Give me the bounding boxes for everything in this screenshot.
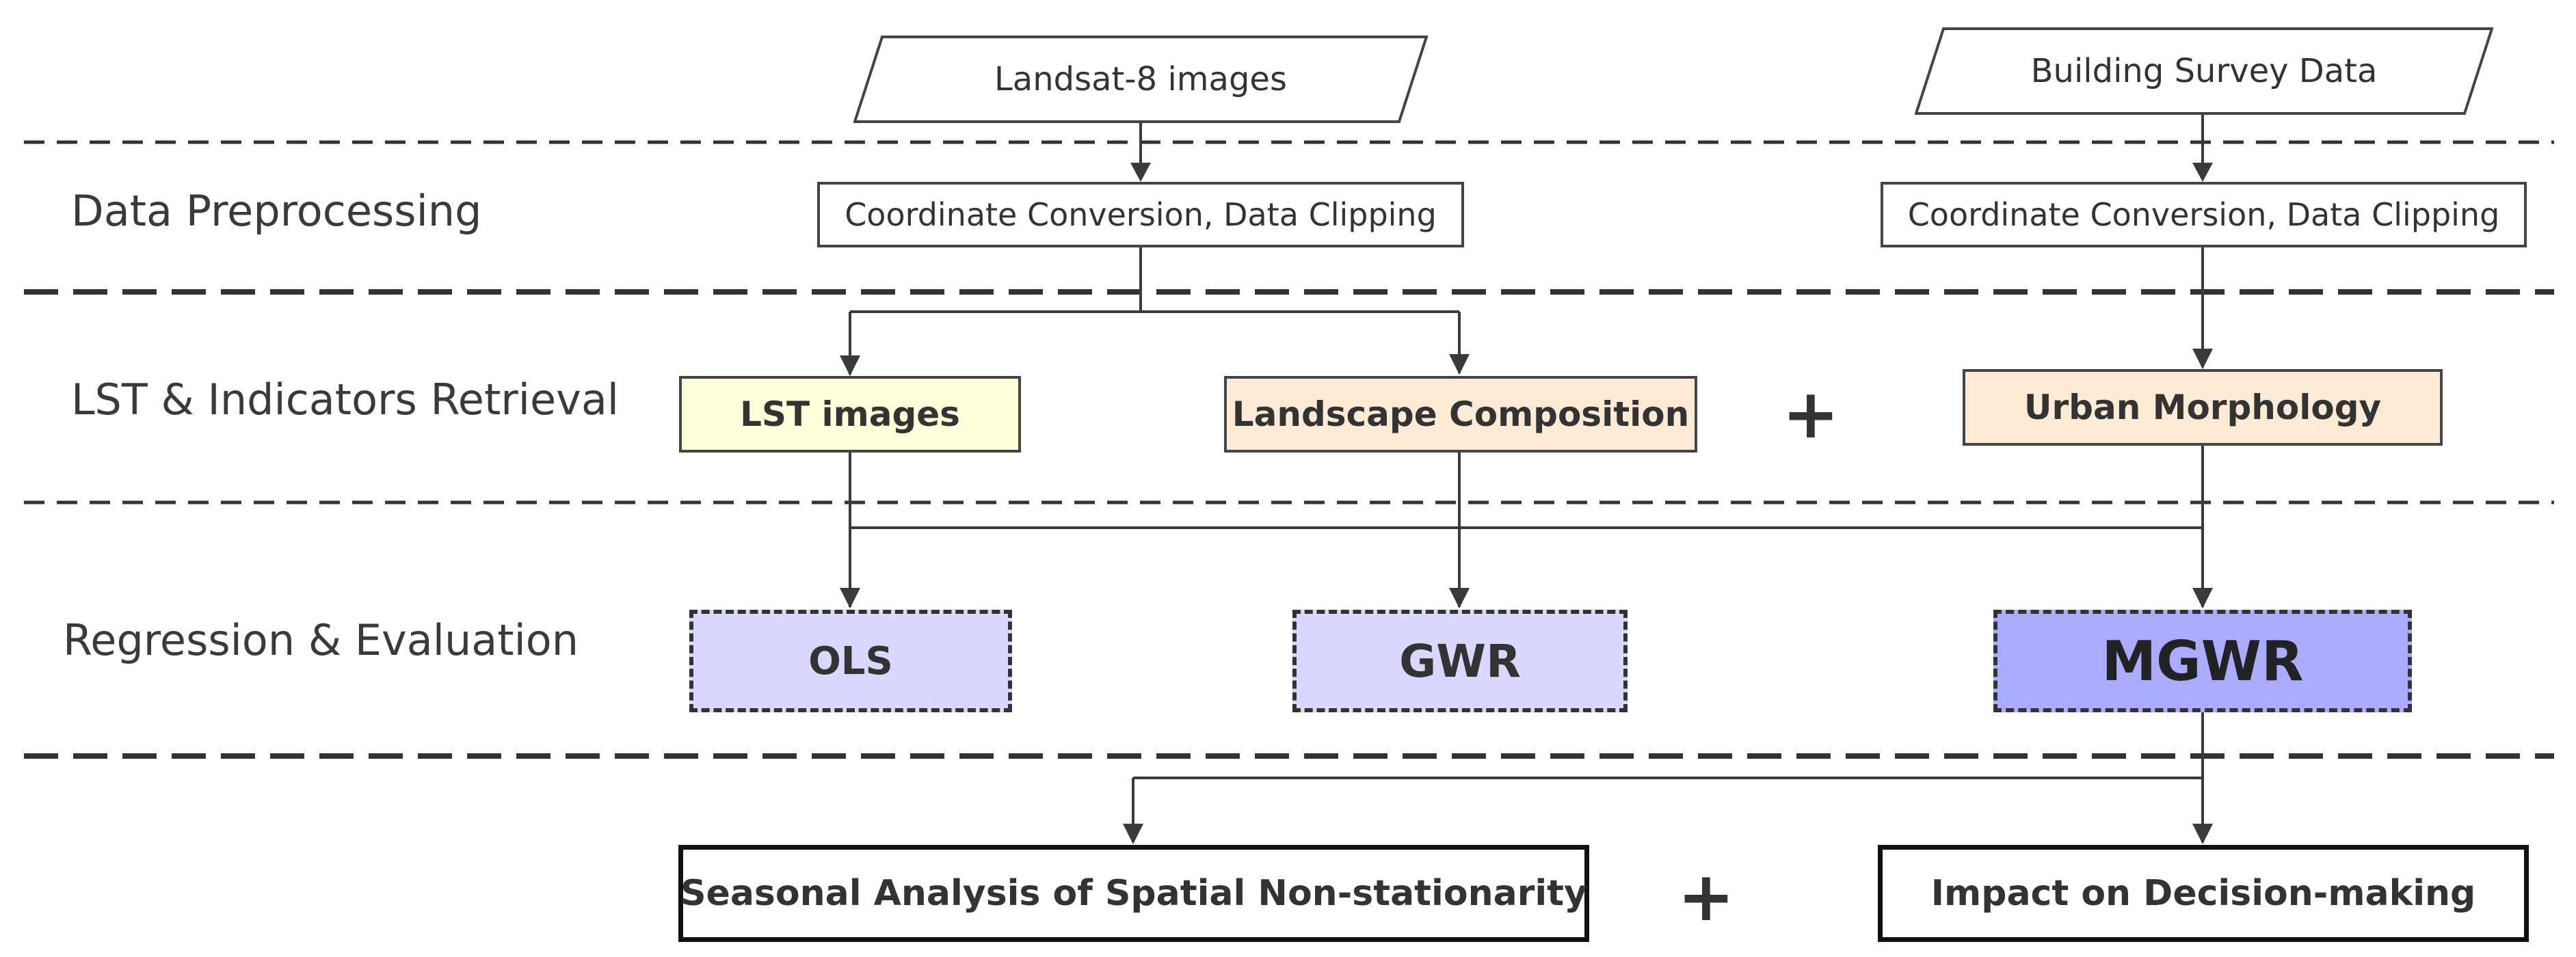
arrowhead xyxy=(1123,824,1143,844)
arrowhead xyxy=(2192,588,2213,608)
arrowhead xyxy=(2192,163,2213,182)
mgwr-box: MGWR xyxy=(1993,610,2412,712)
arrowhead xyxy=(840,588,860,608)
arrowhead xyxy=(840,355,860,376)
arrowhead xyxy=(2192,349,2213,369)
lst-images-box: LST images xyxy=(679,376,1021,453)
decision-making-box: Impact on Decision-making xyxy=(1878,845,2529,942)
plus-sign-indicators: + xyxy=(1782,374,1840,454)
plus-sign-outputs: + xyxy=(1677,857,1735,936)
input-building-survey: Building Survey Data xyxy=(1915,27,2493,115)
input-landsat-label: Landsat-8 images xyxy=(994,60,1287,98)
arrowhead xyxy=(1449,588,1470,608)
arrowhead xyxy=(1130,163,1151,182)
input-building-survey-label: Building Survey Data xyxy=(2030,52,2378,90)
preprocessing-box-right: Coordinate Conversion, Data Clipping xyxy=(1881,182,2527,247)
parallelogram-shape xyxy=(853,36,1428,123)
landscape-composition-box: Landscape Composition xyxy=(1224,376,1697,453)
parallelogram-shape xyxy=(1915,27,2493,115)
ols-box: OLS xyxy=(689,610,1012,712)
arrowhead xyxy=(2192,824,2213,844)
input-landsat: Landsat-8 images xyxy=(853,36,1428,123)
seasonal-analysis-box: Seasonal Analysis of Spatial Non-station… xyxy=(678,845,1589,942)
stage-label-retrieval: LST & Indicators Retrieval xyxy=(71,375,620,424)
gwr-box: GWR xyxy=(1292,610,1628,712)
preprocessing-box-left: Coordinate Conversion, Data Clipping xyxy=(817,182,1464,247)
stage-label-preprocessing: Data Preprocessing xyxy=(71,186,482,236)
arrowhead xyxy=(1449,354,1470,375)
urban-morphology-box: Urban Morphology xyxy=(1963,369,2443,446)
stage-label-regression: Regression & Evaluation xyxy=(63,615,579,665)
